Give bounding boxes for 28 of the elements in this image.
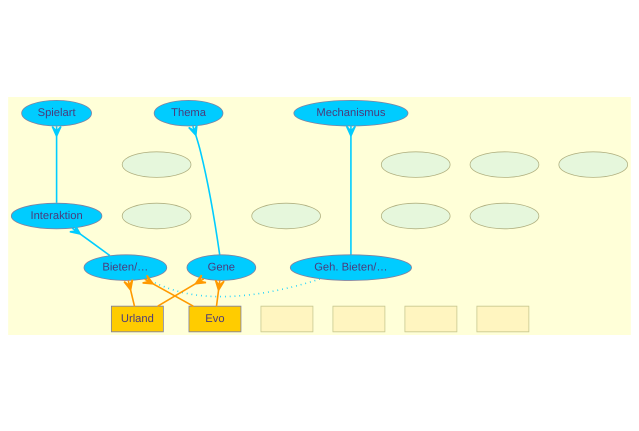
node-ellipse: Thema	[154, 99, 224, 126]
connector	[157, 274, 207, 306]
node-ellipse	[380, 150, 450, 178]
node-box	[404, 305, 458, 332]
node-ellipse	[558, 150, 628, 178]
connector	[188, 124, 220, 254]
connector	[51, 125, 62, 202]
node-ellipse: Spielart	[21, 99, 92, 126]
node-ellipse	[470, 202, 540, 229]
node-ellipse: Mechanismus	[293, 99, 408, 126]
connector	[123, 278, 136, 306]
node-ellipse	[122, 202, 192, 229]
node-ellipse: Interaktion	[10, 202, 102, 229]
connector	[142, 274, 194, 306]
node-ellipse	[380, 202, 450, 229]
node-box	[332, 305, 386, 332]
node-box: Urland	[110, 305, 164, 332]
node-ellipse: Gene	[186, 254, 256, 280]
node-ellipse	[470, 150, 540, 178]
node-box	[476, 305, 530, 332]
node-ellipse: Bieten/…	[84, 254, 168, 280]
node-ellipse: Geh. Bieten/…	[290, 254, 412, 280]
node-ellipse	[122, 150, 192, 178]
node-box: Evo	[188, 305, 242, 332]
node-ellipse	[251, 202, 321, 229]
connector	[346, 125, 356, 254]
node-box	[260, 305, 314, 332]
connector	[214, 278, 225, 306]
